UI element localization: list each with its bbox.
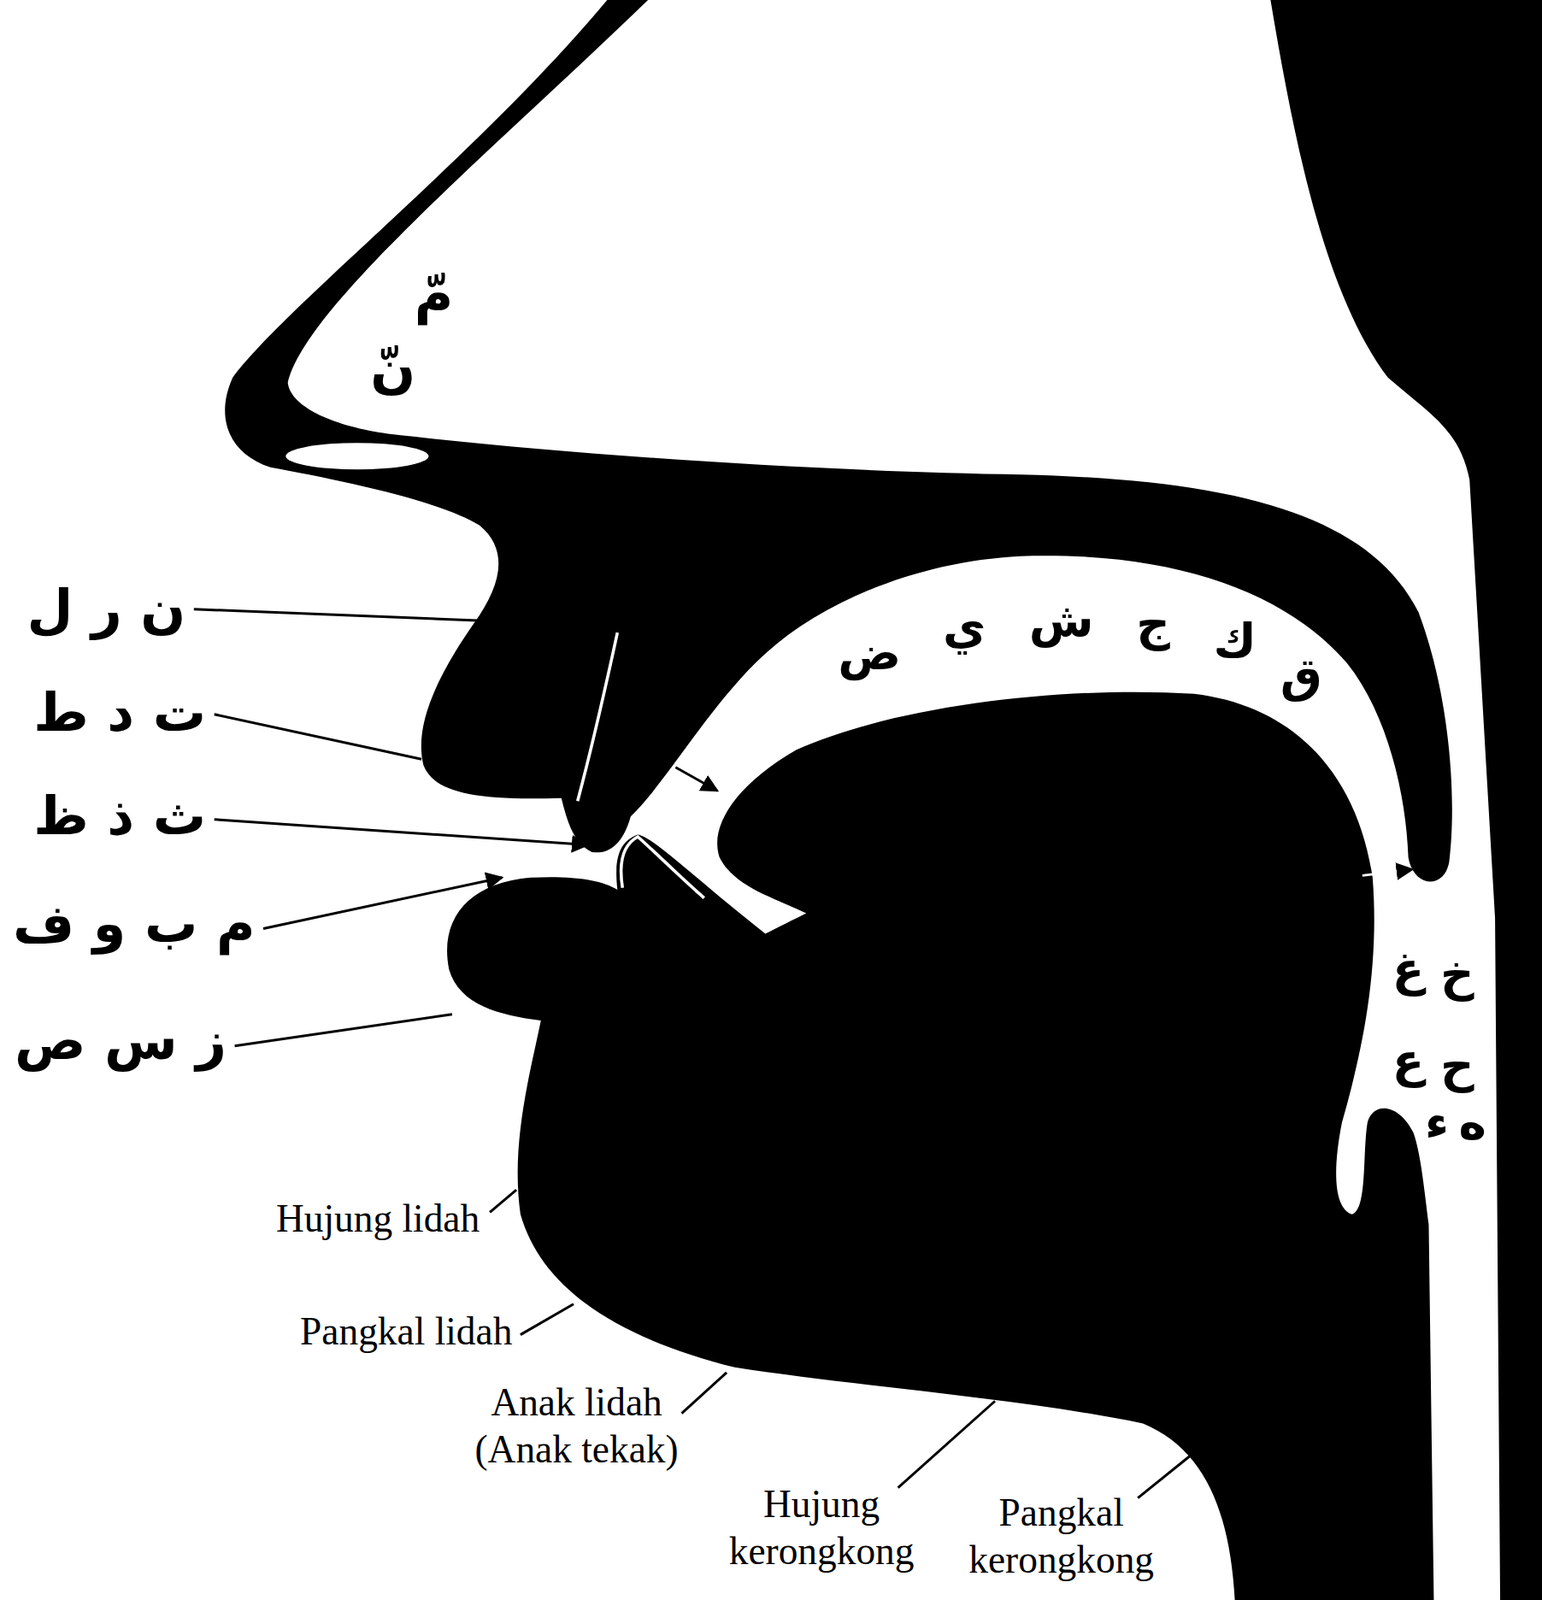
palate-letter: ك (1212, 615, 1256, 667)
palate-letter: ج (1135, 598, 1171, 650)
leader-arrow (214, 819, 589, 846)
lower-incisor-outline (621, 836, 705, 899)
palate-letter: ش (1029, 594, 1095, 647)
leader-line (898, 1400, 995, 1488)
leader-arrow (675, 767, 718, 791)
letter-group: ث ذ ظ (33, 784, 206, 848)
throat-letter: غ (1392, 943, 1425, 995)
throat-letter: ه (1459, 1096, 1487, 1148)
palate-letter: ق (1280, 649, 1323, 701)
leader-arrow (263, 877, 502, 930)
leader-line (682, 1372, 728, 1414)
leader-line (1137, 1451, 1196, 1499)
leader-line (520, 1304, 574, 1336)
part-name: Pangkal lidah (300, 1308, 513, 1355)
palate-letter: ض (837, 627, 901, 679)
tongue-and-jaw (447, 692, 1434, 1600)
leader-line (489, 1189, 517, 1213)
leader-line (214, 714, 422, 760)
upper-incisor-line (577, 632, 618, 801)
part-name: Hujung lidah (276, 1196, 480, 1243)
throat-letter: ء (1424, 1096, 1449, 1148)
letter-group: ت د ط (33, 680, 206, 744)
nasal-letter: نّ (370, 337, 416, 401)
letter-group: ن ر ل (26, 577, 186, 642)
leader-line (235, 1014, 453, 1047)
palate-letter: ي (942, 601, 986, 654)
nasal-letter: مّ (414, 262, 454, 326)
letter-group: م ب و ف (12, 891, 255, 955)
part-name: Pangkal kerongkong (935, 1489, 1188, 1584)
throat-letter: ح (1440, 1040, 1475, 1092)
throat-letter: خ (1440, 948, 1475, 1001)
part-name: Anak lidah (Anak tekak) (450, 1379, 703, 1473)
throat-letter: ع (1392, 1035, 1425, 1087)
nostril (285, 442, 429, 470)
letter-group: ز س ص (14, 1009, 227, 1073)
part-name: Hujung kerongkong (695, 1482, 948, 1576)
leader-arrow (1362, 869, 1413, 876)
leader-line (194, 609, 478, 621)
